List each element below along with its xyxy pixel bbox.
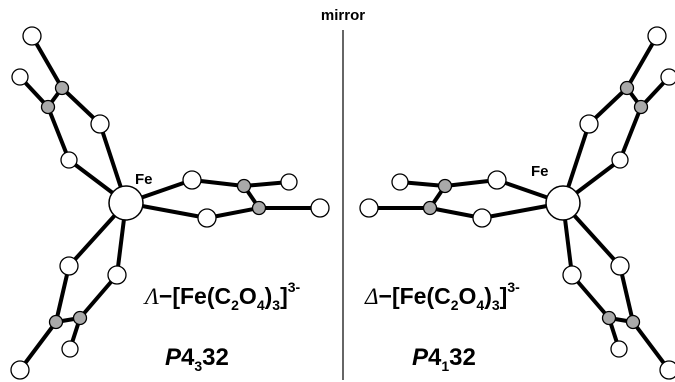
oxygen-atom xyxy=(61,340,79,358)
oxygen-atom xyxy=(359,198,379,218)
bond xyxy=(30,34,64,90)
formula-dash: − xyxy=(159,283,172,309)
oxygen-atom xyxy=(487,170,507,190)
formula-part: ) xyxy=(484,283,492,309)
formula-part: O xyxy=(239,283,257,309)
oxygen-atom xyxy=(562,265,582,285)
oxygen-atom xyxy=(659,360,675,380)
right-atoms xyxy=(359,26,675,380)
bond xyxy=(618,105,643,162)
subscript: 2 xyxy=(451,297,459,313)
carbon-atom xyxy=(437,178,453,194)
oxygen-atom xyxy=(472,208,492,228)
space-group-number: 4 xyxy=(181,344,195,371)
space-group-letter: P xyxy=(165,344,182,371)
oxygen-atom xyxy=(310,198,330,218)
oxygen-atom xyxy=(22,26,42,46)
formula-part: ) xyxy=(265,283,273,309)
formula-part: O xyxy=(459,283,477,309)
oxygen-atom xyxy=(197,208,217,228)
oxygen-atom xyxy=(60,151,78,169)
bond xyxy=(631,320,671,372)
carbon-atom xyxy=(48,314,64,330)
left-atoms xyxy=(10,26,330,380)
left-fe-label: Fe xyxy=(135,171,153,188)
left-complex: Fe xyxy=(10,26,330,380)
mirror-label: mirror xyxy=(321,7,365,24)
carbon-atom xyxy=(625,314,641,330)
right-space-group: P4132 xyxy=(412,344,476,374)
oxygen-atom xyxy=(610,256,630,276)
space-group-subscript: 3 xyxy=(194,358,202,374)
space-group-number: 32 xyxy=(449,344,476,371)
oxygen-atom xyxy=(280,173,298,191)
delta-symbol: Δ xyxy=(364,284,379,309)
bond xyxy=(18,320,58,372)
space-group-number: 4 xyxy=(428,344,442,371)
carbon-atom xyxy=(54,80,70,96)
oxygen-atom xyxy=(611,151,629,169)
oxygen-atom xyxy=(391,173,409,191)
carbon-atom xyxy=(633,99,649,115)
subscript: 2 xyxy=(231,297,239,313)
subscript: 3 xyxy=(492,297,500,313)
carbon-atom xyxy=(619,80,635,96)
carbon-atom xyxy=(236,178,252,194)
formula-dash: − xyxy=(379,283,392,309)
carbon-atom xyxy=(422,200,438,216)
oxygen-atom xyxy=(579,114,599,134)
iron-atom xyxy=(545,185,581,221)
oxygen-atom xyxy=(107,265,127,285)
formula-part: ] xyxy=(280,283,288,309)
oxygen-atom xyxy=(182,170,202,190)
charge-superscript: 3- xyxy=(507,279,520,295)
right-complex xyxy=(359,26,675,380)
left-formula: Λ−[Fe(C2O4)3]3- xyxy=(143,279,301,313)
carbon-atom xyxy=(40,99,56,115)
oxygen-atom xyxy=(647,26,667,46)
subscript: 4 xyxy=(476,297,484,313)
lambda-symbol: Λ xyxy=(143,284,159,309)
subscript: 3 xyxy=(272,297,280,313)
carbon-atom xyxy=(601,310,617,326)
oxygen-atom xyxy=(11,68,29,86)
bond xyxy=(46,105,71,162)
iron-atom xyxy=(108,185,144,221)
oxygen-atom xyxy=(59,256,79,276)
oxygen-atom xyxy=(90,114,110,134)
oxygen-atom xyxy=(610,340,628,358)
right-fe-label: Fe xyxy=(531,163,549,180)
space-group-letter: P xyxy=(412,344,429,371)
space-group-number: 32 xyxy=(202,344,229,371)
oxygen-atom xyxy=(10,360,30,380)
bond xyxy=(625,34,659,90)
formula-part: [Fe(C xyxy=(172,283,231,309)
subscript: 4 xyxy=(257,297,265,313)
formula-part: ] xyxy=(500,283,508,309)
charge-superscript: 3- xyxy=(288,279,301,295)
formula-part: [Fe(C xyxy=(392,283,451,309)
left-space-group: P4332 xyxy=(165,344,229,374)
oxygen-atom xyxy=(660,68,675,86)
carbon-atom xyxy=(72,310,88,326)
right-formula: Δ−[Fe(C2O4)3]3- xyxy=(364,279,520,313)
space-group-subscript: 1 xyxy=(441,358,449,374)
carbon-atom xyxy=(251,200,267,216)
